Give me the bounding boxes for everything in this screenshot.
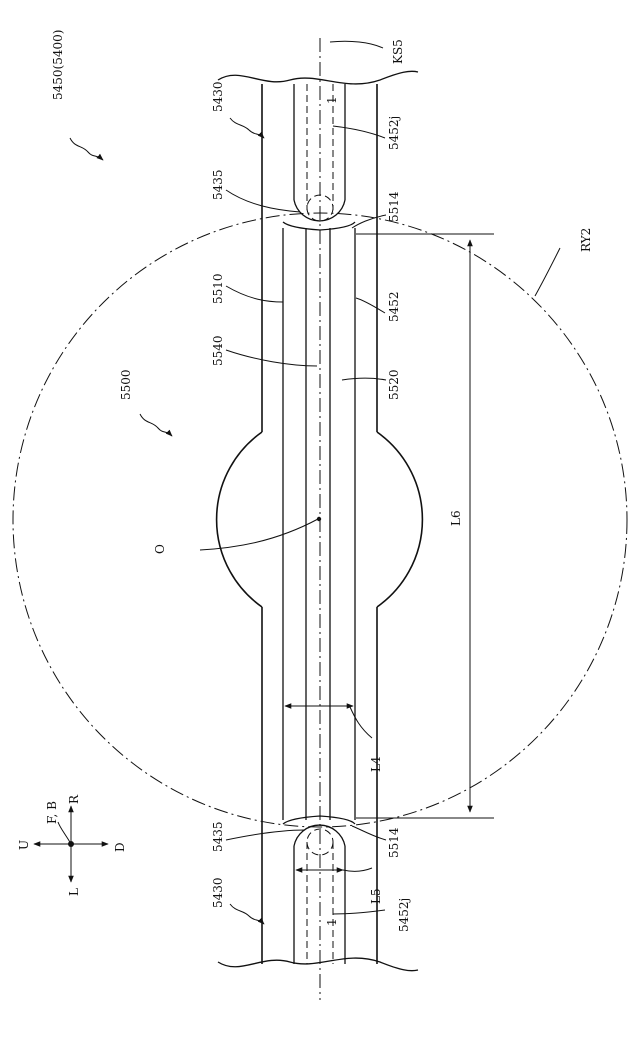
label-5514-bottom: 5514 [387, 827, 401, 858]
label-l4: L4 [369, 756, 383, 772]
compass-u: U [17, 840, 31, 850]
slot-end-bottom [283, 816, 355, 846]
label-5435-bottom: 5435 [211, 821, 225, 852]
plate-lines [283, 228, 355, 820]
compass-d: D [113, 842, 127, 852]
compass-fb: F, B [45, 801, 59, 824]
label-5452j-bottom: 5452j [397, 898, 411, 932]
pointer-5450 [70, 138, 103, 160]
leader-lines [200, 41, 560, 914]
break-line-top [218, 71, 418, 84]
label-ry2: RY2 [579, 228, 593, 252]
slot-end-top [283, 200, 355, 230]
label-5540: 5540 [211, 335, 225, 366]
label-5452: 5452 [387, 291, 401, 322]
label-ks5: KS5 [391, 39, 405, 64]
pointer-5430-top [230, 118, 264, 138]
label-5452j-top: 5452j [387, 116, 401, 150]
pointer-5430-bottom [230, 904, 264, 924]
label-5510: 5510 [211, 273, 225, 304]
label-5520: 5520 [387, 369, 401, 400]
label-5500: 5500 [119, 369, 133, 400]
label-5514-top: 5514 [387, 191, 401, 222]
compass-r: R [67, 794, 81, 804]
label-5435-top: 5435 [211, 169, 225, 200]
slot-mark-top: 1 [325, 96, 339, 104]
label-l5: L5 [369, 888, 383, 904]
label-l6: L6 [449, 510, 463, 526]
pointer-5500 [140, 414, 172, 436]
label-assembly: 5450(5400) [51, 30, 65, 100]
label-5430-top: 5430 [211, 81, 225, 112]
label-center-o: O [153, 544, 167, 554]
compass-l: L [67, 888, 81, 896]
slot-mark-bottom: 1 [325, 918, 339, 926]
break-line-bottom [218, 958, 418, 971]
label-5430-bottom: 5430 [211, 877, 225, 908]
